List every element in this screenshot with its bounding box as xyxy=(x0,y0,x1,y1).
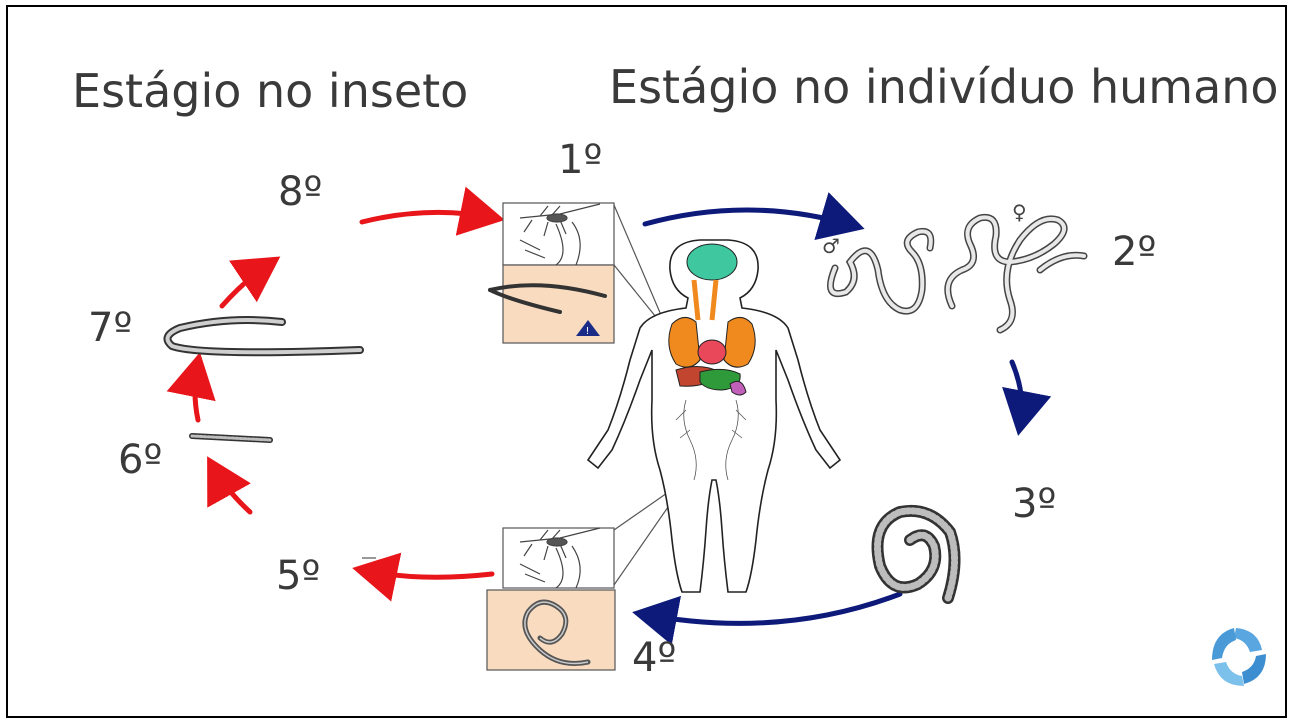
arrow-6-to-7 xyxy=(166,352,216,423)
arrow-2-to-3 xyxy=(1002,359,1052,436)
human-cycle-arrows xyxy=(632,192,1052,646)
arrow-3-to-4 xyxy=(632,591,903,646)
adult-worms-icon xyxy=(826,213,1088,334)
step-label-4: 4º xyxy=(632,635,677,681)
larva-stage-6-icon xyxy=(189,433,273,443)
mosquito-icon xyxy=(519,203,601,266)
larva-stage-7-icon xyxy=(163,316,364,357)
pinwheel-logo-icon xyxy=(1212,628,1266,686)
arrow-1-to-2 xyxy=(642,192,865,241)
insect-stage-title: Estágio no inseto xyxy=(72,64,469,118)
inset-top: ! xyxy=(488,202,615,344)
arrow-5-to-6 xyxy=(207,456,253,515)
trachea xyxy=(691,279,719,321)
svg-text:!: ! xyxy=(585,326,589,337)
arrow-8-to-1 xyxy=(359,186,505,236)
lymphatic-vessels xyxy=(675,399,747,481)
inset-bottom xyxy=(486,527,616,671)
heart xyxy=(697,339,727,365)
female-symbol: ♀ xyxy=(1012,200,1027,224)
brain xyxy=(686,243,738,281)
male-symbol: ♂ xyxy=(822,234,840,258)
step-label-7: 7º xyxy=(88,305,133,351)
human-body-figure xyxy=(586,239,842,593)
step-label-5: 5º xyxy=(276,553,321,599)
insect-cycle-arrows xyxy=(166,186,505,602)
mosquito-icon xyxy=(519,527,601,589)
step-label-2: 2º xyxy=(1112,229,1157,275)
step-label-3: 3º xyxy=(1012,481,1057,527)
arrow-7-to-8 xyxy=(219,256,281,309)
step-label-6: 6º xyxy=(118,437,163,483)
step-label-1: 1º xyxy=(558,137,603,183)
coiled-microfilaria-large-icon xyxy=(871,505,961,604)
step-label-8: 8º xyxy=(278,169,323,215)
human-stage-title: Estágio no indivíduo humano xyxy=(609,60,1279,114)
arrow-4-to-5 xyxy=(352,552,495,602)
kidneys xyxy=(729,380,747,396)
larva-icon xyxy=(488,283,607,314)
warning-triangle-icon xyxy=(576,320,600,336)
